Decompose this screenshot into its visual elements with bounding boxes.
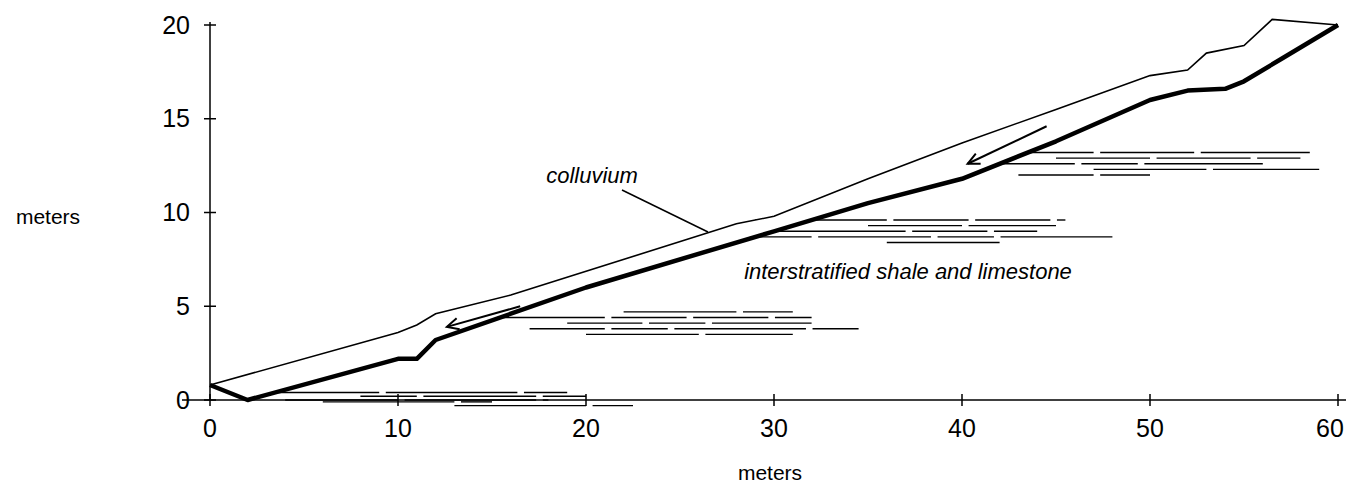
tick-label: 20	[162, 13, 190, 38]
x-tick	[773, 394, 775, 406]
stratum-line	[567, 322, 642, 323]
leader-line	[622, 190, 708, 232]
y-tick	[204, 212, 216, 214]
stratum-line	[360, 396, 416, 397]
stratum-line	[1000, 163, 1075, 164]
stratum-line	[912, 231, 987, 232]
tick-label: 5	[176, 294, 190, 319]
x-tick	[585, 394, 587, 406]
stratum-line	[1094, 169, 1207, 170]
y-tick	[204, 306, 216, 308]
stratum-line	[1157, 157, 1251, 158]
stratum-line	[693, 317, 768, 318]
stratum-line	[743, 311, 793, 312]
tick-label: 15	[162, 106, 190, 131]
stratum-line	[1100, 152, 1194, 153]
stratum-line	[887, 242, 1000, 243]
tick-label: 20	[572, 416, 600, 441]
stratum-line	[1057, 219, 1065, 220]
stratum-line	[775, 317, 812, 318]
unit-label: interstratified shale and limestone	[741, 260, 1075, 284]
stratum-line	[1257, 157, 1300, 158]
stratum-line	[1056, 157, 1150, 158]
stratum-line	[994, 231, 1037, 232]
axis-title: meters	[738, 462, 802, 483]
stratum-line	[611, 317, 686, 318]
stratum-line	[530, 328, 605, 329]
stratum-line	[593, 405, 633, 406]
ground-surface	[210, 19, 1338, 385]
stratum-line	[1001, 236, 1113, 237]
arrow-head	[968, 154, 981, 164]
stratum-line	[712, 322, 812, 323]
stratum-line	[543, 396, 586, 397]
stratum-line	[938, 236, 994, 237]
tick-label: 40	[948, 416, 976, 441]
colluvium-fill	[210, 19, 1338, 400]
stratum-line	[611, 328, 667, 329]
x-tick	[397, 394, 399, 406]
slip-arrow	[447, 306, 520, 327]
stratum-line	[461, 401, 492, 402]
stratum-line	[1081, 163, 1137, 164]
bedrock-contact	[210, 25, 1338, 400]
tick-label: 0	[203, 416, 217, 441]
stratum-line	[586, 334, 699, 335]
slip-arrow	[968, 126, 1047, 164]
tick-label: 0	[176, 388, 190, 413]
stratum-line	[813, 328, 859, 329]
x-axis	[182, 399, 1346, 401]
y-tick	[204, 118, 216, 120]
arrow-head	[447, 318, 460, 329]
stratum-line	[818, 236, 931, 237]
stratum-line	[454, 405, 586, 406]
x-tick	[1337, 394, 1339, 406]
x-tick	[961, 394, 963, 406]
stratum-line	[674, 328, 806, 329]
stratum-line	[1018, 174, 1093, 175]
tick-label: 10	[384, 416, 412, 441]
stratum-line	[868, 225, 962, 226]
stratum-line	[705, 334, 792, 335]
tick-label: 10	[162, 200, 190, 225]
stratum-line	[1100, 174, 1150, 175]
stratum-line	[524, 392, 567, 393]
stratum-line	[893, 219, 968, 220]
stratum-line	[975, 219, 1050, 220]
stratum-line	[624, 311, 737, 312]
stratum-line	[386, 392, 518, 393]
y-tick	[204, 24, 216, 26]
tick-label: 50	[1136, 416, 1164, 441]
x-tick	[209, 394, 211, 406]
y-axis	[209, 22, 211, 400]
stratum-line	[1144, 163, 1262, 164]
unit-label: colluvium	[543, 164, 641, 188]
stratum-line	[649, 322, 705, 323]
tick-label: 30	[760, 416, 788, 441]
stratum-line	[1201, 152, 1310, 153]
stratum-line	[323, 401, 455, 402]
tick-label: 60	[1316, 416, 1344, 441]
axis-title: meters	[16, 206, 80, 227]
stratum-line	[969, 225, 1056, 226]
stratum-line	[774, 231, 906, 232]
x-tick	[1149, 394, 1151, 406]
stratum-line	[1213, 169, 1319, 170]
stratum-line	[423, 396, 536, 397]
